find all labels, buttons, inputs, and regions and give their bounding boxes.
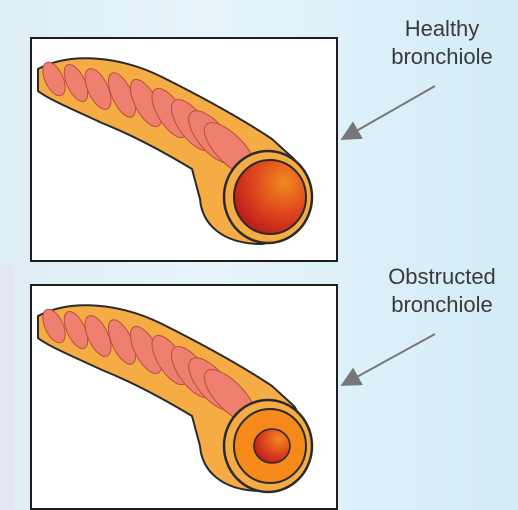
healthy-arrow	[344, 86, 435, 138]
obstructed-arrow	[344, 334, 435, 384]
bronchiole-tube	[38, 305, 312, 492]
background-band	[0, 265, 14, 510]
obstructed-bronchiole-panel	[30, 284, 338, 510]
healthy-bronchiole-illustration	[32, 39, 336, 260]
healthy-bronchiole-label: Healthy bronchiole	[367, 15, 517, 71]
bronchiole-tube	[38, 58, 312, 244]
healthy-bronchiole-panel	[30, 37, 338, 262]
obstructed-bronchiole-illustration	[32, 286, 336, 508]
obstructed-bronchiole-label: Obstructed bronchiole	[367, 263, 517, 319]
label-line: bronchiole	[367, 291, 517, 319]
wide-lumen	[234, 160, 306, 234]
narrow-lumen	[254, 429, 290, 463]
label-line: Healthy	[367, 15, 517, 43]
label-line: bronchiole	[367, 43, 517, 71]
label-line: Obstructed	[367, 263, 517, 291]
